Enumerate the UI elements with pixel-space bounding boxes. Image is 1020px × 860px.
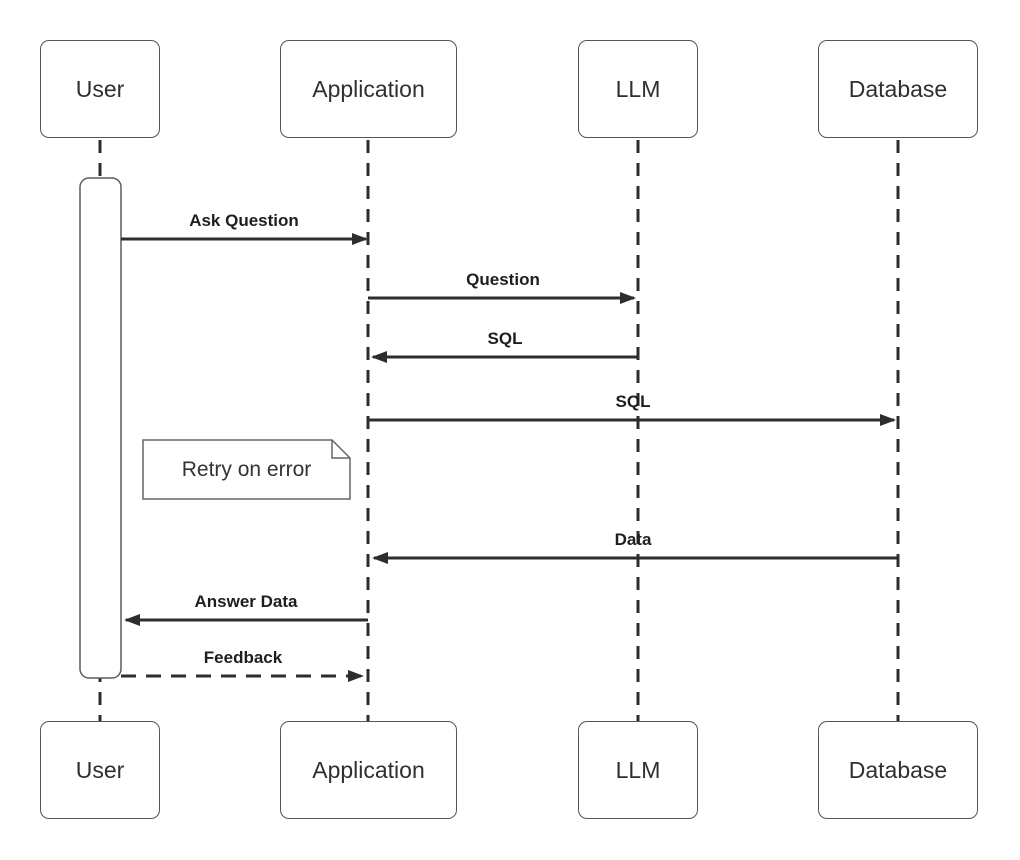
participant-bottom-application: Application — [280, 721, 457, 819]
note-shape — [142, 439, 351, 500]
participant-label: Application — [312, 75, 425, 102]
message-label-sql-to-application: SQL — [487, 329, 523, 348]
participant-label: User — [75, 75, 125, 102]
participant-label: Database — [848, 756, 948, 783]
message-label-ask-question: Ask Question — [189, 211, 299, 230]
participant-bottom-user: User — [40, 721, 160, 819]
participant-bottom-llm: LLM — [578, 721, 698, 819]
participant-label: LLM — [615, 75, 661, 102]
participant-top-llm: LLM — [578, 40, 698, 138]
note-retry-on-error: Retry on error — [181, 457, 312, 481]
participant-label: User — [75, 756, 125, 783]
note-fold-icon — [331, 440, 350, 459]
participant-top-application: Application — [280, 40, 457, 138]
message-label-question: Question — [466, 270, 540, 289]
participant-label: LLM — [615, 756, 661, 783]
participant-top-user: User — [40, 40, 160, 138]
participant-label: Application — [312, 756, 425, 783]
participant-top-database: Database — [818, 40, 978, 138]
activation-bar-user — [79, 177, 122, 679]
message-label-sql-to-database: SQL — [615, 392, 651, 411]
message-label-data: Data — [614, 530, 652, 549]
participant-label: Database — [848, 75, 948, 102]
participant-bottom-database: Database — [818, 721, 978, 819]
message-label-answer-data: Answer Data — [194, 592, 298, 611]
message-label-feedback: Feedback — [203, 648, 283, 667]
